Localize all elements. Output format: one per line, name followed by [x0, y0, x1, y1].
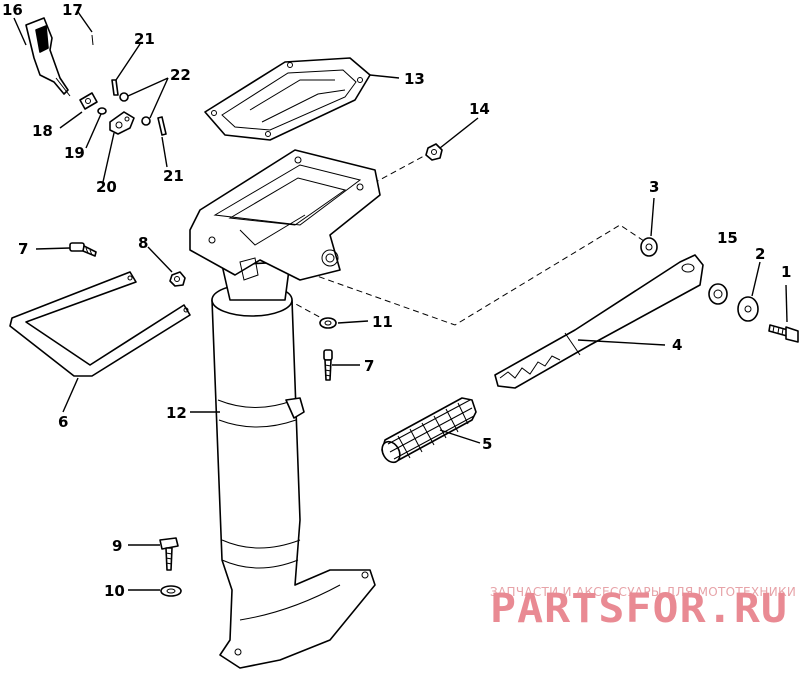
callout-20: 20: [96, 178, 117, 196]
nut-part-8: [169, 271, 186, 287]
screw-part-9: [159, 537, 179, 571]
bracket-part-20: [109, 111, 135, 135]
lever-part-16: [25, 17, 71, 97]
callout-9: 9: [112, 537, 122, 555]
callout-labels: 1 2 3 4 5 6 7 7 8 9 10 11 12 13 14 15 16…: [2, 1, 791, 600]
callout-6: 6: [58, 413, 68, 431]
cotter-pin-part-21-upper: [111, 79, 119, 96]
bolt-part-7-lower: [323, 349, 333, 381]
callout-17: 17: [62, 1, 83, 19]
callout-2: 2: [755, 245, 765, 263]
callout-11: 11: [372, 313, 393, 331]
bolt-part-1: [768, 324, 799, 343]
callout-4: 4: [672, 336, 682, 354]
callout-7-upper: 7: [18, 240, 28, 258]
callout-22: 22: [170, 66, 191, 84]
leader-lines: [13, 11, 788, 591]
watermark-tagline: ЗАПЧАСТИ И АКСЕССУАРЫ ДЛЯ МОТОТЕХНИКИ: [490, 585, 796, 599]
washer-part-2: [737, 296, 759, 322]
bushing-part-15: [708, 283, 728, 305]
tiller-arm-part: [494, 254, 704, 389]
gasket-part: [204, 57, 371, 141]
watermark: ЗАПЧАСТИ И АКСЕССУАРЫ ДЛЯ МОТОТЕХНИКИ PA…: [490, 585, 796, 632]
bolt-part-7-upper: [69, 242, 97, 257]
callout-5: 5: [482, 435, 492, 453]
clip-part-22-b: [141, 116, 151, 126]
watermark-brand: PARTSFOR.RU: [490, 586, 788, 632]
washer-part-10: [160, 585, 182, 597]
washer-part-3: [640, 237, 658, 257]
callout-19: 19: [64, 144, 85, 162]
callout-14: 14: [469, 100, 490, 118]
callout-21-lower: 21: [163, 167, 184, 185]
link-part-18: [79, 92, 98, 110]
callout-13: 13: [404, 70, 425, 88]
nut-part-14: [425, 143, 443, 161]
callout-18: 18: [32, 122, 53, 140]
callout-10: 10: [104, 582, 125, 600]
callout-7-lower: 7: [364, 357, 374, 375]
callout-12: 12: [166, 404, 187, 422]
callout-15: 15: [717, 229, 738, 247]
callout-3: 3: [649, 178, 659, 196]
exhaust-housing-part: [211, 261, 376, 669]
washer-part-11: [319, 317, 337, 329]
callout-16: 16: [2, 1, 23, 19]
pin-part-17: [91, 34, 94, 46]
washer-part-19: [97, 107, 107, 115]
adapter-plate-part: [189, 149, 381, 281]
clip-part-22-a: [119, 92, 129, 102]
carry-handle-part: [9, 271, 191, 377]
callout-8: 8: [138, 234, 148, 252]
callout-1: 1: [781, 263, 791, 281]
grip-part: [381, 397, 477, 464]
cotter-pin-part-21-lower: [157, 116, 167, 136]
callout-21-upper: 21: [134, 30, 155, 48]
